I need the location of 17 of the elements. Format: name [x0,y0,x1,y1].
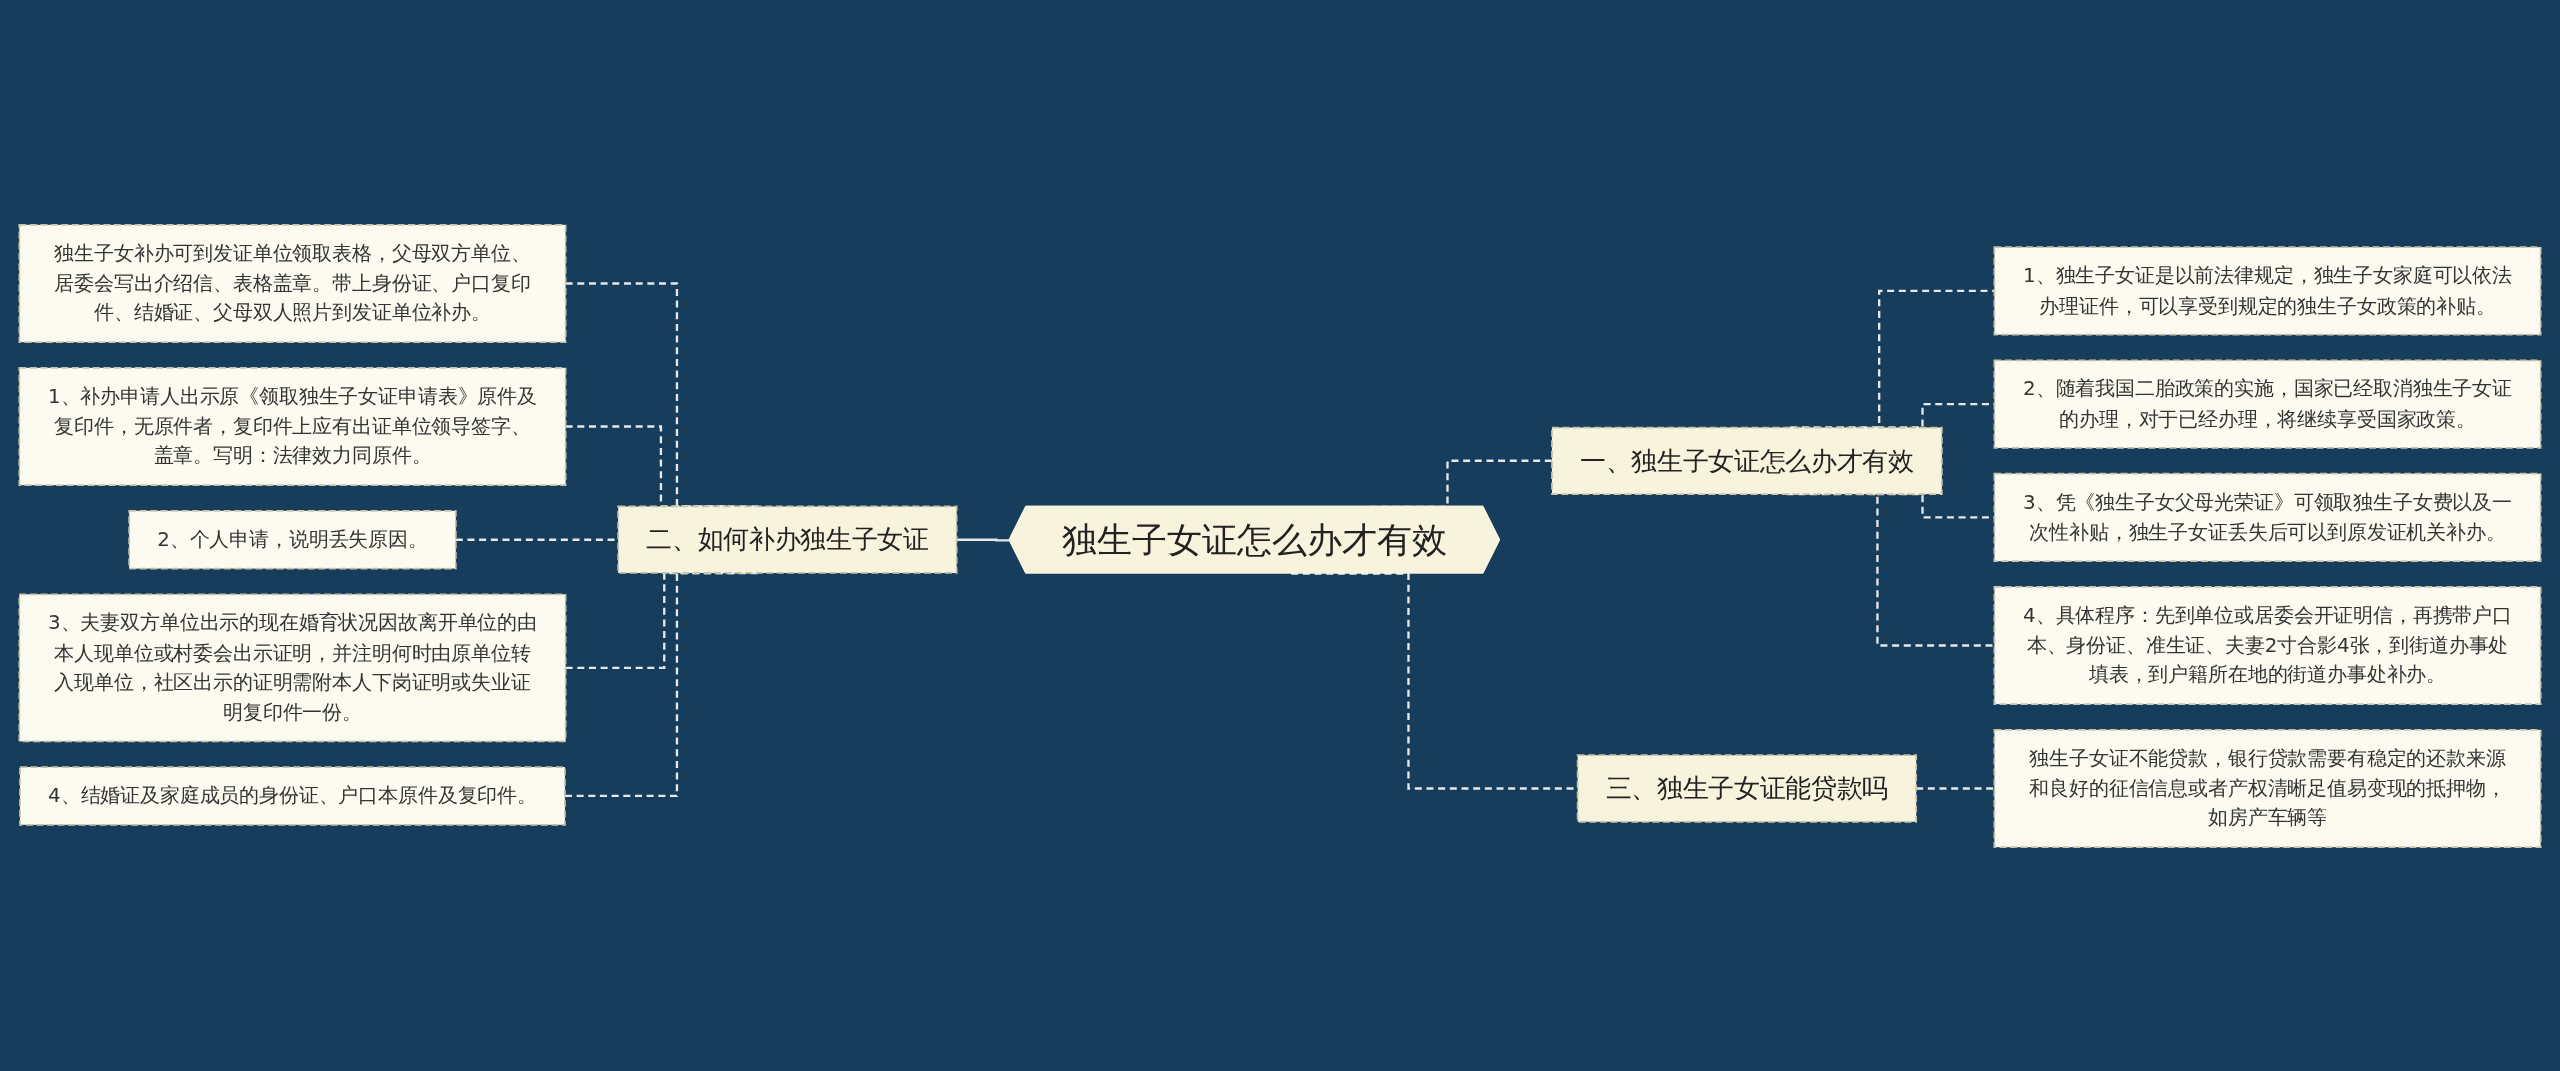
node-box: 三、独生子女证能贷款吗 [1576,753,1918,823]
connector [1786,492,1995,647]
node-box: 2、随着我国二胎政策的实施，国家已经取消独生子女证的办理，对于已经办理，将继续享受国家政策。 [1993,359,2542,449]
node-box: 2、个人申请，说明丢失原因。 [128,509,457,569]
node-box: 1、独生子女证是以前法律规定，独生子女家庭可以依法办理证件，可以享受到规定的独生子女政策的补贴。 [1993,245,2542,336]
node-box: 3、夫妻双方单位出示的现在婚育状况因故离开单位的由本人现单位或村委会出示证明，并注明何时由原单位转入现单位，社区出示的证明需附本人下岗证明或失业证明复印件一份。 [18,592,567,742]
node-box: 1、补办申请人出示原《领取独生子女证申请表》原件及复印件，无原件者，复印件上应有出证单位领导签字、盖章。写明：法律效力同原件。 [18,366,567,486]
node-box: 二、如何补办独生子女证 [617,505,958,574]
node-box: 独生子女补办可到发证单位领取表格，父母双方单位、居委会写出介绍信、表格盖章。带上身份证、户口复印件、结婚证、父母双人照片到发证单位补办。 [18,223,567,343]
node-box: 4、结婚证及家庭成员的身份证、户口本原件及复印件。 [19,765,566,826]
node-box: 4、具体程序：先到单位或居委会开证明信，再携带户口本、身份证、准生证、夫妻2寸合影4张，到街道办事处填表，到户籍所在地的街道办事处补办。 [1993,585,2542,705]
connector [565,571,737,669]
node-box: 一、独生子女证怎么办才有效 [1551,426,1943,495]
connector [956,538,1010,541]
node-box: 独生子女证不能贷款，银行贷款需要有稳定的还款来源和良好的征信信息或者产权清晰足值易变现的抵押物，如房产车辆等 [1993,728,2542,848]
connector [1916,786,1995,790]
node-box: 3、凭《独生子女父母光荣证》可领取独生子女费以及一次性补贴，独生子女证丢失后可以到原发证机关补办。 [1993,472,2542,562]
